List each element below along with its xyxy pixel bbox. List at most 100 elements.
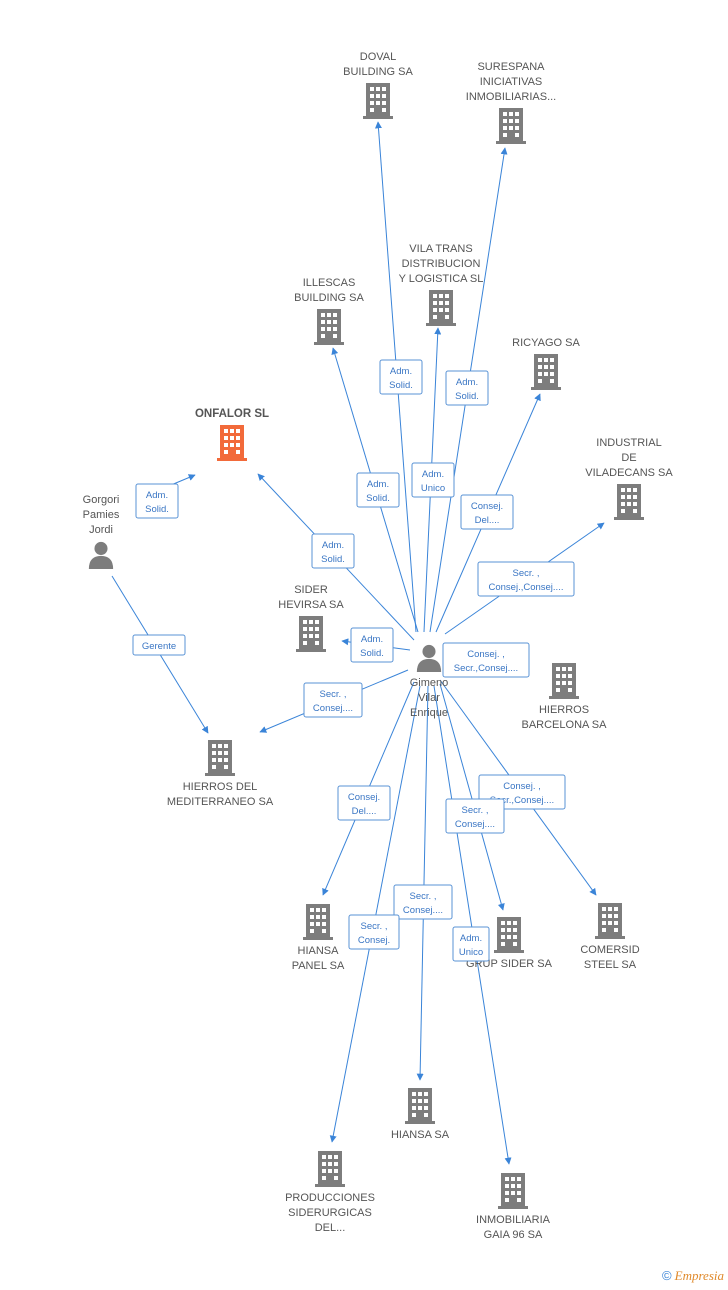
edge-label-text: Adm.: [422, 469, 444, 480]
node-label: BUILDING SA: [294, 292, 364, 304]
node-producciones[interactable]: PRODUCCIONESSIDERURGICASDEL...: [285, 1151, 375, 1234]
edge-label-box: [452, 926, 490, 962]
edge-label-gorgori-onfalor[interactable]: Adm.Solid.: [135, 483, 179, 519]
edge-label-gimeno-hierrosmed[interactable]: Secr. ,Consej....: [303, 682, 363, 718]
edge-label-box: [393, 884, 453, 920]
node-label: DEL...: [315, 1222, 346, 1234]
edge-label-gimeno-grupsider[interactable]: Secr. ,Consej....: [445, 798, 505, 834]
building-icon: [405, 1088, 435, 1124]
edge-label-box: [445, 798, 505, 834]
edge-label-gimeno-surespana[interactable]: Adm.Solid.: [445, 370, 489, 406]
edge-label-text: Solid.: [455, 391, 479, 402]
edge-label-gimeno-sider[interactable]: Adm.Solid.: [350, 627, 394, 663]
footer-brand[interactable]: ©Empresia: [662, 1268, 724, 1284]
edge-label-text: Consej.: [471, 501, 503, 512]
edge-label-box: [303, 682, 363, 718]
edge-gimeno-hiansa: [416, 685, 429, 1081]
node-hiansa[interactable]: HIANSA SA: [391, 1088, 450, 1141]
edge-label-text: Secr. ,: [320, 689, 347, 700]
edge-labels-layer: Adm.Solid.Adm.Solid.Adm.Solid.Adm.UnicoC…: [132, 359, 575, 962]
edge-label-gimeno-hiansapanel[interactable]: Consej.Del....: [337, 785, 391, 821]
edge-label-gimeno-hiansa[interactable]: Secr. ,Consej....: [393, 884, 453, 920]
edge-label-gimeno-producciones[interactable]: Secr. ,Consej.: [348, 914, 400, 950]
node-ricyago[interactable]: RICYAGO SA: [512, 337, 580, 390]
brand-logo: Empresia: [674, 1268, 724, 1283]
building-icon: [314, 309, 344, 345]
person-icon: [88, 541, 114, 569]
edge-label-box: [460, 494, 514, 530]
node-label: HIERROS: [539, 704, 589, 716]
edge-gimeno-gaia: [433, 685, 512, 1165]
edge-label-box: [442, 642, 530, 678]
node-label: Pamies: [83, 509, 120, 521]
edge-gimeno-grupsider: [439, 683, 505, 911]
edge-label-gimeno-ricyago[interactable]: Consej.Del....: [460, 494, 514, 530]
building-icon: [595, 903, 625, 939]
edge-label-gimeno-illescas[interactable]: Adm.Solid.: [356, 472, 400, 508]
building-icon: [614, 484, 644, 520]
edge-label-text: Unico: [421, 483, 445, 494]
node-label: Vilar: [418, 692, 440, 704]
edge-label-text: Adm.: [322, 540, 344, 551]
node-label: HEVIRSA SA: [278, 599, 344, 611]
node-label: MEDITERRANEO SA: [167, 796, 274, 808]
building-icon: [531, 354, 561, 390]
node-label: BUILDING SA: [343, 66, 413, 78]
edge-label-text: Solid.: [389, 380, 413, 391]
building-icon: [498, 1173, 528, 1209]
edge-label-gimeno-vilatrans[interactable]: Adm. Solid.: [379, 359, 423, 395]
edge-label-text: Adm.: [390, 366, 412, 377]
edge-label-gorgori-hierrosmed[interactable]: Gerente: [132, 634, 186, 656]
edge-label-text: Adm.: [460, 933, 482, 944]
building-icon: [217, 425, 247, 461]
node-label: HIANSA: [298, 945, 340, 957]
node-hierrosbcn[interactable]: HIERROS BARCELONA SA: [522, 663, 608, 731]
edge-label-text: Consej....: [455, 819, 495, 830]
node-label: PRODUCCIONES: [285, 1192, 375, 1204]
node-label: Jordi: [89, 524, 113, 536]
edge-label-text: Solid.: [321, 554, 345, 565]
edge-label-gimeno-doval[interactable]: Adm. Unico: [411, 462, 455, 498]
edge-label-text: Secr. ,: [410, 891, 437, 902]
edge-label-text: Secr.,Consej....: [490, 795, 554, 806]
edge-label-gimeno-gaia[interactable]: Adm. Unico: [452, 926, 490, 962]
edge-label-box: [348, 914, 400, 950]
edge-label-box: [337, 785, 391, 821]
edge-label-box: [135, 483, 179, 519]
node-label: DE: [621, 452, 636, 464]
node-label: VILADECANS SA: [585, 467, 673, 479]
edge-label-text: Consej.,Consej....: [489, 582, 564, 593]
edge-label-gimeno-onfalor[interactable]: Adm. Solid.: [311, 533, 355, 569]
node-label: DISTRIBUCION: [402, 258, 481, 270]
edge-label-text: Adm.: [361, 634, 383, 645]
node-surespana[interactable]: SURESPANAINICIATIVASINMOBILIARIAS...: [466, 61, 556, 144]
edge-label-box: [356, 472, 400, 508]
node-label: VILA TRANS: [409, 243, 472, 255]
edge-label-text: Del....: [352, 806, 377, 817]
edge-label-gimeno-hierrosbcn[interactable]: Consej. ,Secr.,Consej....: [442, 642, 530, 678]
node-label: HIANSA SA: [391, 1129, 450, 1141]
edge-label-box: [311, 533, 355, 569]
building-icon: [296, 616, 326, 652]
edge-label-text: Secr.,Consej....: [454, 663, 518, 674]
edge-label-gimeno-industrial[interactable]: Secr. ,Consej.,Consej....: [477, 561, 575, 597]
edge-label-text: Solid.: [145, 504, 169, 515]
edge-label-text: Unico: [459, 947, 483, 958]
node-label: RICYAGO SA: [512, 337, 580, 349]
node-label: BARCELONA SA: [522, 719, 608, 731]
node-label: SURESPANA: [477, 61, 545, 73]
node-onfalor[interactable]: ONFALOR SL: [195, 408, 269, 461]
